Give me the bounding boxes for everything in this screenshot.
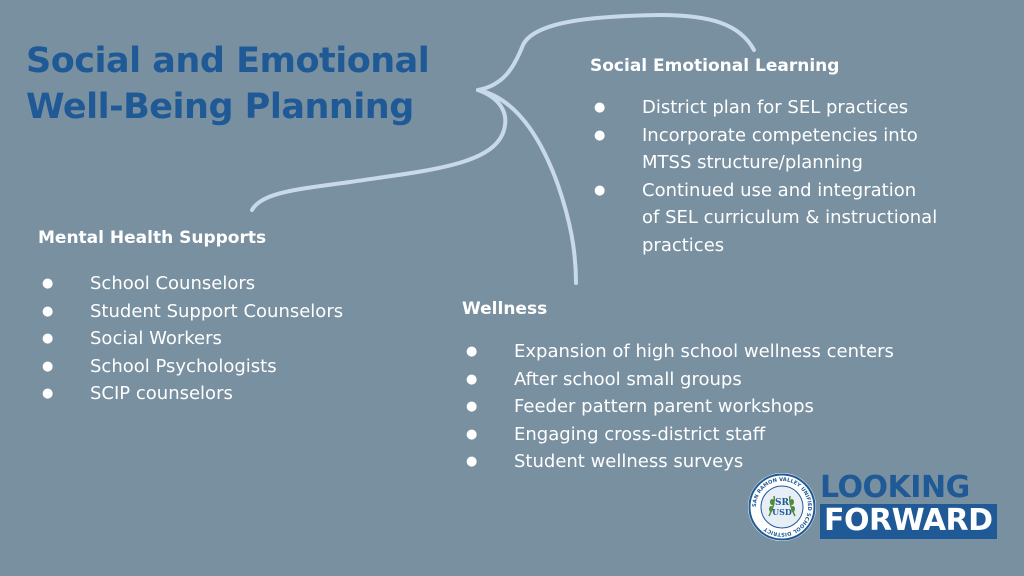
bullet-icon: ● (466, 399, 478, 414)
title-line-1: Social and Emotional (26, 41, 430, 81)
bullet-icon: ● (42, 386, 54, 401)
wellness-list: ● Expansion of high school wellness cente… (462, 338, 894, 476)
list-item: ● District plan for SEL practices (590, 94, 937, 122)
bullet-icon: ● (594, 127, 606, 143)
logo-line-2: FORWARD (820, 504, 997, 539)
bullet-icon: ● (42, 331, 54, 346)
sel-heading: Social Emotional Learning (590, 56, 840, 76)
bullet-icon: ● (594, 100, 606, 115)
page-title: Social and Emotional Well-Being Planning (26, 38, 486, 130)
bullet-icon: ● (466, 344, 478, 359)
list-item: ● Expansion of high school wellness cente… (462, 338, 894, 366)
list-item-line: Continued use and integration (642, 179, 917, 201)
list-item-label: Social Workers (90, 328, 222, 349)
bullet-icon: ● (42, 358, 54, 374)
sel-list: ● District plan for SEL practices ● Inco… (590, 94, 937, 259)
list-item: ● After school small groups (462, 366, 894, 394)
list-item-label: Engaging cross-district staff (514, 423, 766, 445)
list-item-line: MTSS structure/planning (642, 152, 863, 173)
list-item-line: of SEL curriculum & instructional (642, 207, 938, 228)
mental-health-heading: Mental Health Supports (38, 228, 267, 248)
bullet-icon: ● (466, 371, 478, 387)
looking-forward-logo: LOOKING FORWARD (820, 472, 997, 539)
seal-bottom-text: USD (772, 507, 792, 517)
list-item-label: Feeder pattern parent workshops (514, 396, 814, 417)
list-item: ● Student wellness surveys (462, 448, 894, 476)
list-item-label: SCIP counselors (90, 383, 233, 404)
list-item: ● Continued use and integration of SEL c… (590, 177, 937, 260)
list-item: ● Student Support Counselors (38, 298, 343, 326)
list-item: ● Feeder pattern parent workshops (462, 393, 894, 421)
title-line-2: Well-Being Planning (26, 87, 414, 127)
bullet-icon: ● (42, 303, 54, 319)
connector-to-mental-health (250, 88, 508, 212)
wellness-heading: Wellness (462, 299, 548, 319)
list-item: ● School Psychologists (38, 353, 343, 381)
connector-to-sel (476, 12, 756, 92)
list-item-line: District plan for SEL practices (642, 97, 909, 118)
list-item-line: practices (642, 234, 725, 256)
list-item-label: After school small groups (514, 368, 742, 390)
list-item: ● Social Workers (38, 325, 343, 353)
bullet-icon: ● (42, 276, 54, 291)
list-item-label: Student wellness surveys (514, 451, 744, 472)
list-item-label: School Counselors (90, 273, 256, 294)
connector-to-wellness (476, 88, 578, 285)
bullet-icon: ● (466, 426, 478, 442)
list-item: ● Incorporate competencies into MTSS str… (590, 122, 937, 177)
mental-health-list: ● School Counselors ● Student Support Coun… (38, 270, 343, 408)
logo-line-1: LOOKING (820, 470, 970, 505)
seal-top-text: SR (775, 498, 789, 508)
district-seal-logo: SAN RAMON VALLEY UNIFIED SCHOOL DISTRICT… (748, 473, 816, 541)
list-item-label: Student Support Counselors (90, 300, 344, 322)
list-item-line: Incorporate competencies into (642, 124, 918, 146)
list-item-label: School Psychologists (90, 355, 277, 377)
list-item: ● School Counselors (38, 270, 343, 298)
list-item: ● SCIP counselors (38, 380, 343, 408)
list-item-label: Expansion of high school wellness center… (514, 341, 894, 362)
bullet-icon: ● (466, 454, 478, 469)
bullet-icon: ● (594, 182, 606, 198)
list-item: ● Engaging cross-district staff (462, 421, 894, 449)
